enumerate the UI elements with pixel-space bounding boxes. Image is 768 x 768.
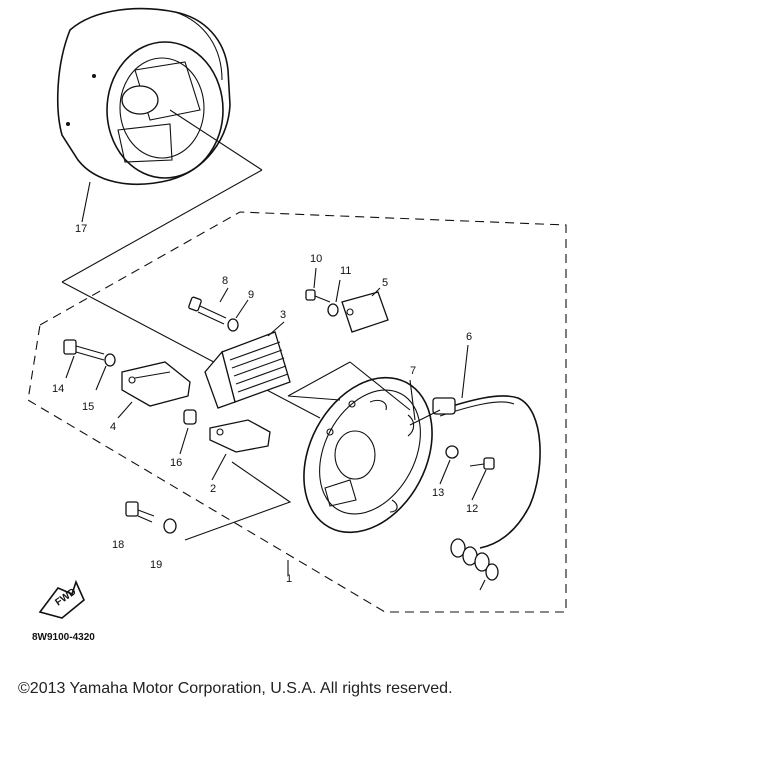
washer-9 bbox=[227, 318, 239, 332]
screw-8 bbox=[188, 296, 227, 325]
callout-17: 17 bbox=[75, 223, 87, 235]
callout-9: 9 bbox=[248, 289, 254, 301]
screw-14 bbox=[63, 339, 105, 361]
callout-13: 13 bbox=[432, 487, 444, 499]
screw-10 bbox=[305, 289, 331, 303]
flywheel-rotor bbox=[56, 7, 231, 223]
wire-harness bbox=[407, 395, 541, 591]
washer-19 bbox=[163, 518, 177, 534]
washer-15 bbox=[104, 353, 116, 367]
callout-2: 2 bbox=[210, 483, 216, 495]
callout-5: 5 bbox=[382, 277, 388, 289]
screw-12 bbox=[469, 457, 495, 470]
callout-1: 1 bbox=[286, 573, 292, 585]
washer-13 bbox=[445, 445, 459, 459]
front-direction-arrow: FWD bbox=[38, 579, 85, 619]
callout-11: 11 bbox=[340, 265, 351, 277]
stator-base-plate bbox=[303, 376, 433, 534]
callout-6: 6 bbox=[466, 331, 472, 343]
callout-7: 7 bbox=[410, 365, 416, 377]
callout-14: 14 bbox=[52, 383, 64, 395]
callout-10: 10 bbox=[310, 253, 322, 265]
callout-15: 15 bbox=[82, 401, 94, 413]
callout-4: 4 bbox=[110, 421, 116, 433]
pulser-coil-2 bbox=[209, 419, 271, 453]
leader-lines bbox=[65, 267, 487, 575]
washer-11 bbox=[327, 303, 339, 317]
source-coil bbox=[204, 331, 291, 409]
callout-12: 12 bbox=[466, 503, 478, 515]
callout-labels: 1 2 3 4 5 6 7 8 9 10 11 12 13 14 15 16 1… bbox=[52, 223, 478, 585]
drawing-code: 8W9100-4320 bbox=[32, 632, 95, 643]
callout-16: 16 bbox=[170, 457, 182, 469]
lighting-coil-5 bbox=[341, 291, 389, 333]
copyright-notice: ©2013 Yamaha Motor Corporation, U.S.A. A… bbox=[18, 680, 453, 697]
callout-18: 18 bbox=[112, 539, 124, 551]
pulser-coil-4 bbox=[121, 361, 191, 407]
spacer-16 bbox=[183, 409, 197, 425]
screw-18 bbox=[125, 501, 155, 523]
callout-3: 3 bbox=[280, 309, 286, 321]
callout-19: 19 bbox=[150, 559, 162, 571]
callout-8: 8 bbox=[222, 275, 228, 287]
